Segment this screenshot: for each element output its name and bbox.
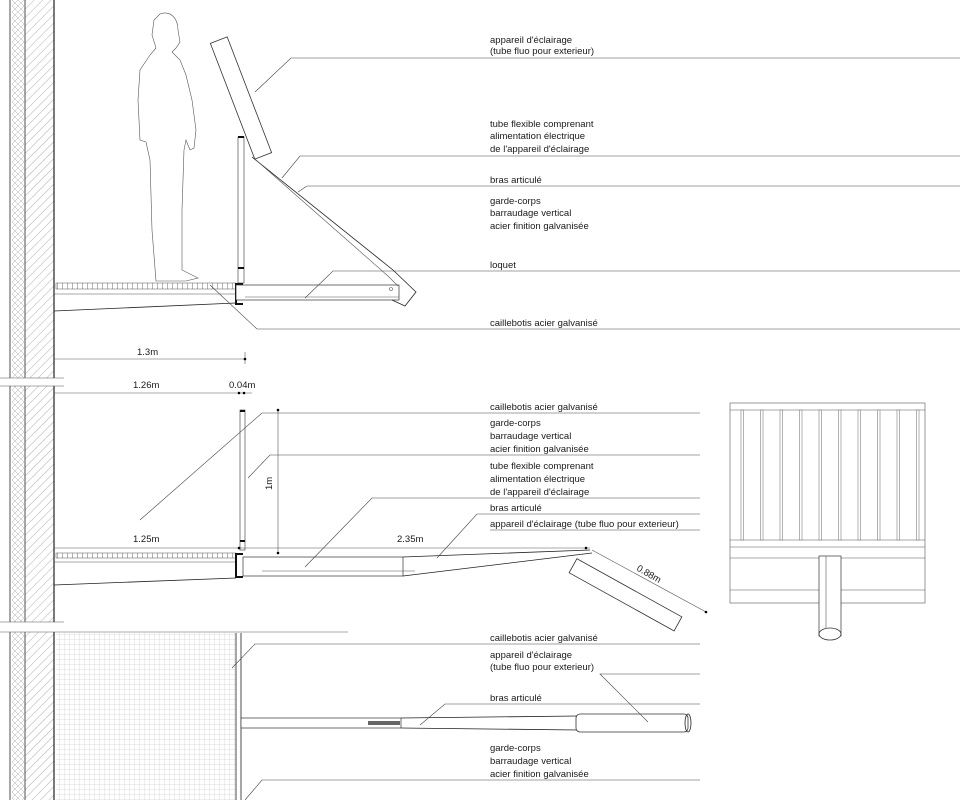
label-grating: caillebotis acier galvanisé bbox=[490, 633, 598, 644]
wall-section bbox=[0, 0, 348, 800]
dim-height: 1m bbox=[264, 477, 275, 490]
light-fixture bbox=[209, 36, 273, 160]
dim-total: 1.3m bbox=[137, 347, 158, 358]
label-railing: barraudage vertical bbox=[490, 208, 571, 219]
label-railing: barraudage vertical bbox=[490, 431, 571, 442]
light-fixture-plan bbox=[575, 713, 689, 733]
plan-view bbox=[56, 633, 692, 800]
label-railing: garde-corps bbox=[490, 196, 541, 207]
railing-bars bbox=[740, 409, 920, 541]
label-latch: loquet bbox=[490, 260, 516, 271]
railing bbox=[237, 136, 245, 284]
label-railing: acier finition galvanisée bbox=[490, 221, 589, 232]
label-flexible-tube: de l'appareil d'éclairage bbox=[490, 144, 589, 155]
label-arm: bras articulé bbox=[490, 693, 542, 704]
plan-leaders bbox=[231, 643, 700, 800]
dim-rail: 0.04m bbox=[229, 380, 255, 391]
railing-bar bbox=[818, 409, 822, 541]
dim-fixture: 0.88m bbox=[635, 563, 663, 586]
label-arm: bras articulé bbox=[490, 175, 542, 186]
railing-bar bbox=[838, 409, 842, 541]
wall-insulation bbox=[12, 0, 24, 800]
railing-bar bbox=[799, 409, 803, 541]
railing-bar bbox=[896, 409, 900, 541]
section-1-deployed bbox=[53, 12, 417, 312]
grating bbox=[55, 552, 237, 559]
label-light-fixture: (tube fluo pour exterieur) bbox=[490, 662, 594, 673]
articulated-arm-housing bbox=[242, 556, 404, 577]
section-2-folded bbox=[53, 409, 683, 632]
label-flexible-tube: de l'appareil d'éclairage bbox=[490, 487, 589, 498]
label-railing: acier finition galvanisée bbox=[490, 769, 589, 780]
section-2-labels: caillebotis acier galvanisé garde-corps … bbox=[490, 402, 679, 530]
person-silhouette bbox=[137, 12, 199, 282]
label-light-fixture: appareil d'éclairage (tube fluo pour ext… bbox=[490, 519, 679, 530]
label-light-fixture: appareil d'éclairage bbox=[490, 35, 572, 46]
section-1-labels: appareil d'éclairage (tube fluo pour ext… bbox=[490, 35, 598, 329]
label-flexible-tube: alimentation électrique bbox=[490, 131, 585, 142]
railing-bar bbox=[740, 409, 744, 541]
railing bbox=[239, 409, 246, 551]
label-railing: garde-corps bbox=[490, 743, 541, 754]
label-railing: barraudage vertical bbox=[490, 756, 571, 767]
section-1-leaders bbox=[209, 57, 960, 330]
section-2-leaders bbox=[139, 412, 700, 568]
railing-bar bbox=[760, 409, 764, 541]
railing-bar bbox=[877, 409, 881, 541]
railing-bar bbox=[857, 409, 861, 541]
grating-plan bbox=[56, 633, 236, 800]
railing-bar bbox=[779, 409, 783, 541]
label-flexible-tube: alimentation électrique bbox=[490, 474, 585, 485]
light-fixture bbox=[568, 558, 683, 632]
label-flexible-tube: tube flexible comprenant bbox=[490, 461, 594, 472]
dim-arm: 2.35m bbox=[397, 534, 423, 545]
arm-plan bbox=[240, 717, 402, 729]
dim-deck: 1.26m bbox=[133, 380, 159, 391]
label-railing: garde-corps bbox=[490, 418, 541, 429]
articulated-arm-housing bbox=[235, 284, 400, 301]
light-fixture-elevation bbox=[818, 555, 842, 637]
wall-masonry bbox=[25, 0, 54, 800]
railing-elevation bbox=[729, 402, 926, 641]
plan-labels: caillebotis acier galvanisé appareil d'é… bbox=[490, 633, 598, 780]
section-1-dimensions: 1.3m 1.26m 0.04m bbox=[54, 347, 255, 395]
label-flexible-tube: tube flexible comprenant bbox=[490, 119, 594, 130]
label-light-fixture: (tube fluo pour exterieur) bbox=[490, 46, 594, 57]
label-arm: bras articulé bbox=[490, 503, 542, 514]
label-grating: caillebotis acier galvanisé bbox=[490, 318, 598, 329]
label-railing: acier finition galvanisée bbox=[490, 444, 589, 455]
dim-deck: 1.25m bbox=[133, 534, 159, 545]
label-light-fixture: appareil d'éclairage bbox=[490, 650, 572, 661]
label-grating: caillebotis acier galvanisé bbox=[490, 402, 598, 413]
railing-bar bbox=[916, 409, 920, 541]
grating bbox=[55, 282, 237, 290]
